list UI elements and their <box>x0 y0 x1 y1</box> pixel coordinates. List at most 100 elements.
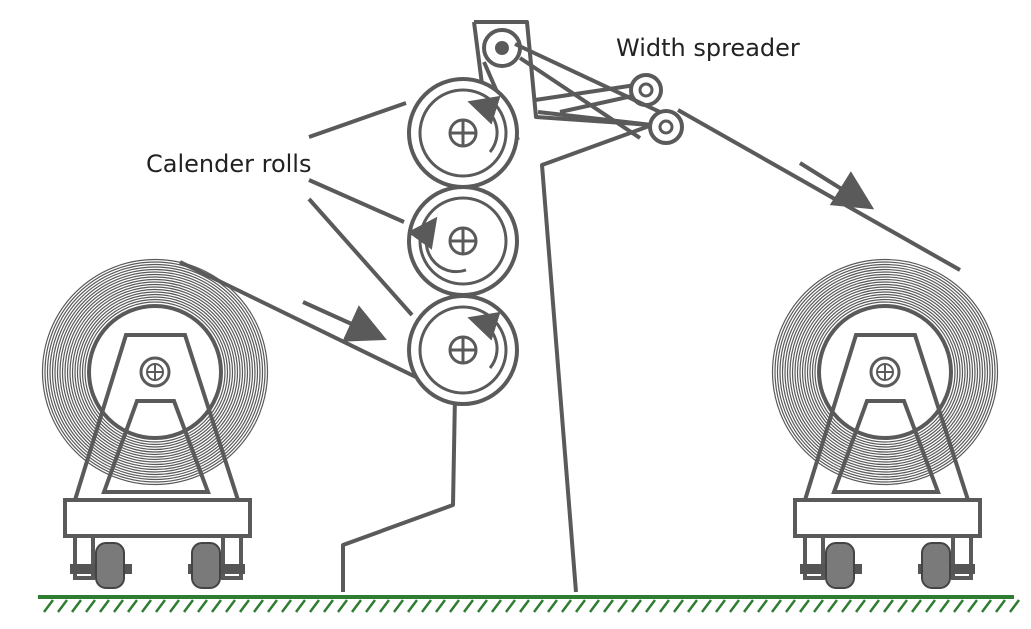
ground-hatch-line <box>225 599 236 613</box>
coil-ring <box>806 293 964 451</box>
crosshair-icon <box>448 118 478 148</box>
ground-hatch-line <box>505 599 516 613</box>
calender-rolls-leaders <box>307 101 414 317</box>
ground-hatch-line <box>141 599 152 613</box>
ground-hatch-line <box>575 599 586 613</box>
coil-ring <box>76 293 234 451</box>
coil-ring <box>51 268 259 476</box>
coil-ring <box>774 261 996 483</box>
ground-hatch-line <box>953 599 964 613</box>
coil-ring <box>789 276 981 468</box>
coil-ring <box>61 278 249 466</box>
ground-hatch-line <box>925 599 936 613</box>
crosshair-icon <box>448 226 478 256</box>
ground-hatch-line <box>519 599 530 613</box>
ground-hatch-line <box>211 599 222 613</box>
ground-hatch-line <box>533 599 544 613</box>
ground-hatch-line <box>883 599 894 613</box>
ground-hatch-line <box>841 599 852 613</box>
ground-hatch-line <box>295 599 306 613</box>
ground <box>38 595 1020 613</box>
ground-hatch-line <box>323 599 334 613</box>
ground-hatch-line <box>113 599 124 613</box>
ground-hatch-line <box>267 599 278 613</box>
ground-hatch-line <box>813 599 824 613</box>
unwind-reel <box>41 258 269 589</box>
ground-hatch-line <box>183 599 194 613</box>
ground-hatch-line <box>561 599 572 613</box>
wheel-icon <box>188 542 245 589</box>
ground-hatch-line <box>239 599 250 613</box>
ground-hatch-line <box>855 599 866 613</box>
coil-ring <box>49 266 261 478</box>
coil-ring <box>81 298 229 446</box>
coil-ring <box>791 278 979 466</box>
ground-hatch-line <box>701 599 712 613</box>
ground-hatch-line <box>589 599 600 613</box>
coil-ring <box>84 301 226 443</box>
ground-hatch-line <box>757 599 768 613</box>
reel-stand-left <box>63 333 252 580</box>
coil-ring <box>74 291 236 453</box>
coil-ring <box>771 258 999 486</box>
ground-hatch-line <box>869 599 880 613</box>
ground-hatch-line <box>421 599 432 613</box>
ground-hatch-line <box>393 599 404 613</box>
coil-ring <box>799 286 971 458</box>
coil-ring <box>64 281 246 463</box>
coil-ring <box>56 273 254 471</box>
ground-hatch-line <box>547 599 558 613</box>
crosshair-icon <box>869 356 901 388</box>
ground-hatch-line <box>603 599 614 613</box>
coil-ring <box>781 268 989 476</box>
coil-right <box>771 258 999 486</box>
coil-ring <box>71 288 239 456</box>
ground-hatch-line <box>981 599 992 613</box>
ground-hatch-line <box>449 599 460 613</box>
ground-hatch-line <box>281 599 292 613</box>
ground-hatch-line <box>463 599 474 613</box>
ground-hatch-line <box>491 599 502 613</box>
calender-roll-bottom <box>407 294 519 406</box>
coil-ring <box>66 283 244 461</box>
coil-ring <box>794 281 976 463</box>
ground-hatch-line <box>743 599 754 613</box>
ground-hatch-line <box>253 599 264 613</box>
ground-hatch-line <box>1009 599 1020 613</box>
ground-hatch-line <box>127 599 138 613</box>
coil-ring <box>814 301 956 443</box>
ground-hatch-line <box>365 599 376 613</box>
wheel-icon <box>918 542 975 589</box>
calender-roll-middle <box>407 185 519 297</box>
ground-hatch-line <box>435 599 446 613</box>
ground-hatch-line <box>197 599 208 613</box>
ground-hatch-line <box>407 599 418 613</box>
arrow-icon <box>302 300 387 342</box>
ground-hatch-line <box>631 599 642 613</box>
ground-hatch-line <box>687 599 698 613</box>
ground-hatch-line <box>995 599 1006 613</box>
coil-ring <box>784 271 986 473</box>
ground-hatch-line <box>617 599 628 613</box>
coil-ring <box>41 258 269 486</box>
coil-ring <box>809 296 961 448</box>
wheel-icon <box>70 542 132 589</box>
ground-hatch <box>43 599 1020 613</box>
rotation-arrow-icon <box>407 216 467 274</box>
ground-hatch-line <box>379 599 390 613</box>
ground-hatch-line <box>673 599 684 613</box>
ground-hatch-line <box>715 599 726 613</box>
reel-stand-right <box>793 333 982 580</box>
calender-rolls-label: Calender rolls <box>146 150 311 178</box>
coil-ring <box>779 266 991 478</box>
ground-hatch-line <box>169 599 180 613</box>
coil-ring <box>776 263 994 481</box>
top-guide-roller <box>482 28 522 68</box>
ground-hatch-line <box>337 599 348 613</box>
coil-ring <box>54 271 256 473</box>
rotation-arrow-icon <box>467 311 501 369</box>
width-spreader-label: Width spreader <box>616 34 800 62</box>
ground-hatch-line <box>827 599 838 613</box>
crosshair-icon <box>139 356 171 388</box>
